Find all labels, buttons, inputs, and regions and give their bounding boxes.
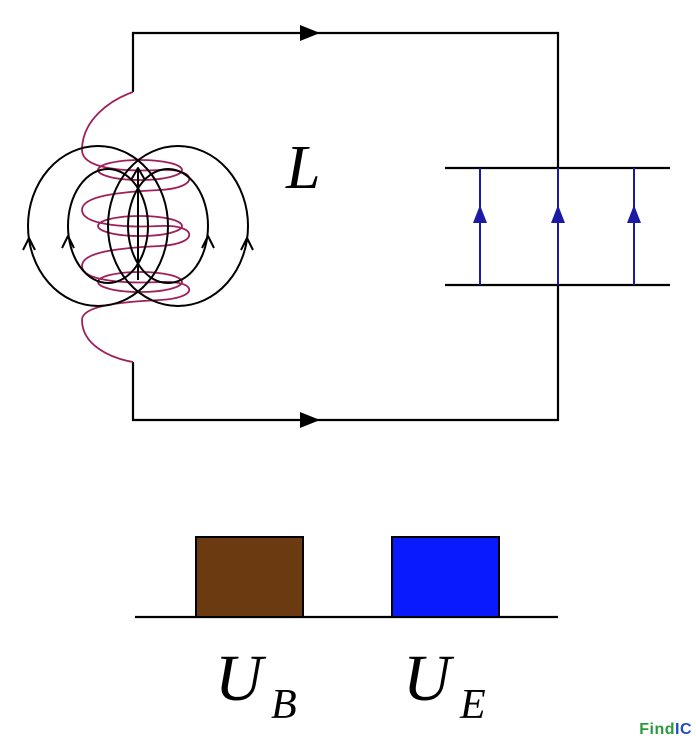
energy-bars [135, 536, 558, 619]
magnetic-energy-label-sub: B [271, 682, 297, 728]
top-wire [131, 31, 560, 168]
b-field-loop-outer-right [107, 145, 249, 307]
bottom-wire [131, 285, 560, 422]
b-field-loop-inner-left [67, 168, 149, 284]
current-arrows [300, 25, 320, 428]
b-field-loop-inner-right [127, 168, 209, 284]
coil-turn [81, 169, 191, 228]
electric-energy-block [391, 536, 500, 618]
electric-field-lines [479, 168, 635, 285]
watermark-part-2: IC [675, 721, 692, 738]
coil-turn [81, 225, 191, 284]
capacitor [445, 166, 670, 287]
magnetic-field-lines [27, 145, 249, 307]
chevron-up-icon [130, 167, 146, 181]
coil-lead-top [81, 91, 161, 172]
circuit-wires [131, 31, 560, 422]
chevron-up-icon [201, 235, 215, 249]
chevron-up-icon [61, 235, 75, 249]
b-field-loop-outer-left [27, 145, 169, 307]
electric-energy-label-sub: E [459, 682, 486, 728]
e-field-arrow-icon [551, 205, 565, 223]
chevron-up-icon [240, 237, 254, 251]
e-field-arrow-icon [627, 205, 641, 223]
inductor-label: L [285, 134, 320, 202]
watermark-logo: FindIC [639, 721, 692, 739]
electric-energy-label-main: U [403, 642, 455, 715]
bottom-current-arrow-icon [300, 412, 320, 428]
chevron-up-icon [22, 237, 36, 251]
magnetic-energy-block [195, 536, 304, 618]
e-field-arrow-icon [473, 205, 487, 223]
electric-field-arrows [473, 205, 641, 223]
magnetic-energy-label-main: U [215, 642, 267, 715]
inductor-coil [81, 91, 191, 363]
coil-lead-bottom [81, 299, 161, 363]
top-current-arrow-icon [300, 25, 320, 41]
coil-loop [97, 215, 183, 237]
watermark-part-1: Find [639, 721, 675, 738]
magnetic-field-arrows [22, 167, 254, 251]
